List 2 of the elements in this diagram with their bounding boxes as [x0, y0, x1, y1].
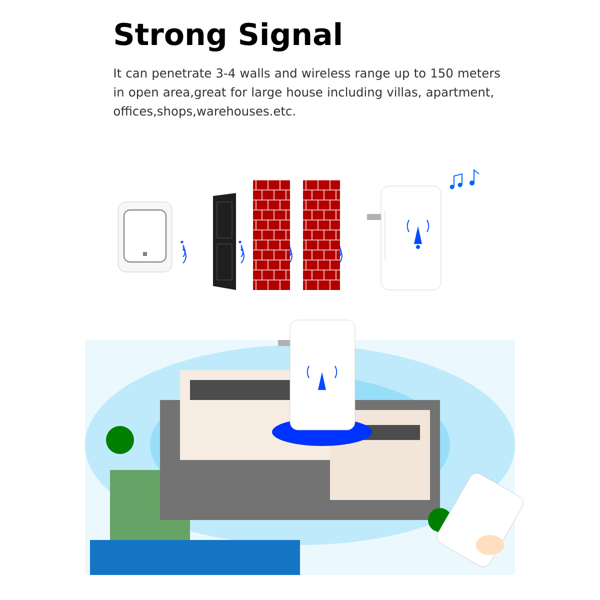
description-text: It can penetrate 3-4 walls and wireless range up to 150 meters in open area,great for large house including villas, apartment, offices,shops,warehouses.etc. — [114, 68, 500, 118]
title: Strong Signal — [115, 22, 341, 52]
